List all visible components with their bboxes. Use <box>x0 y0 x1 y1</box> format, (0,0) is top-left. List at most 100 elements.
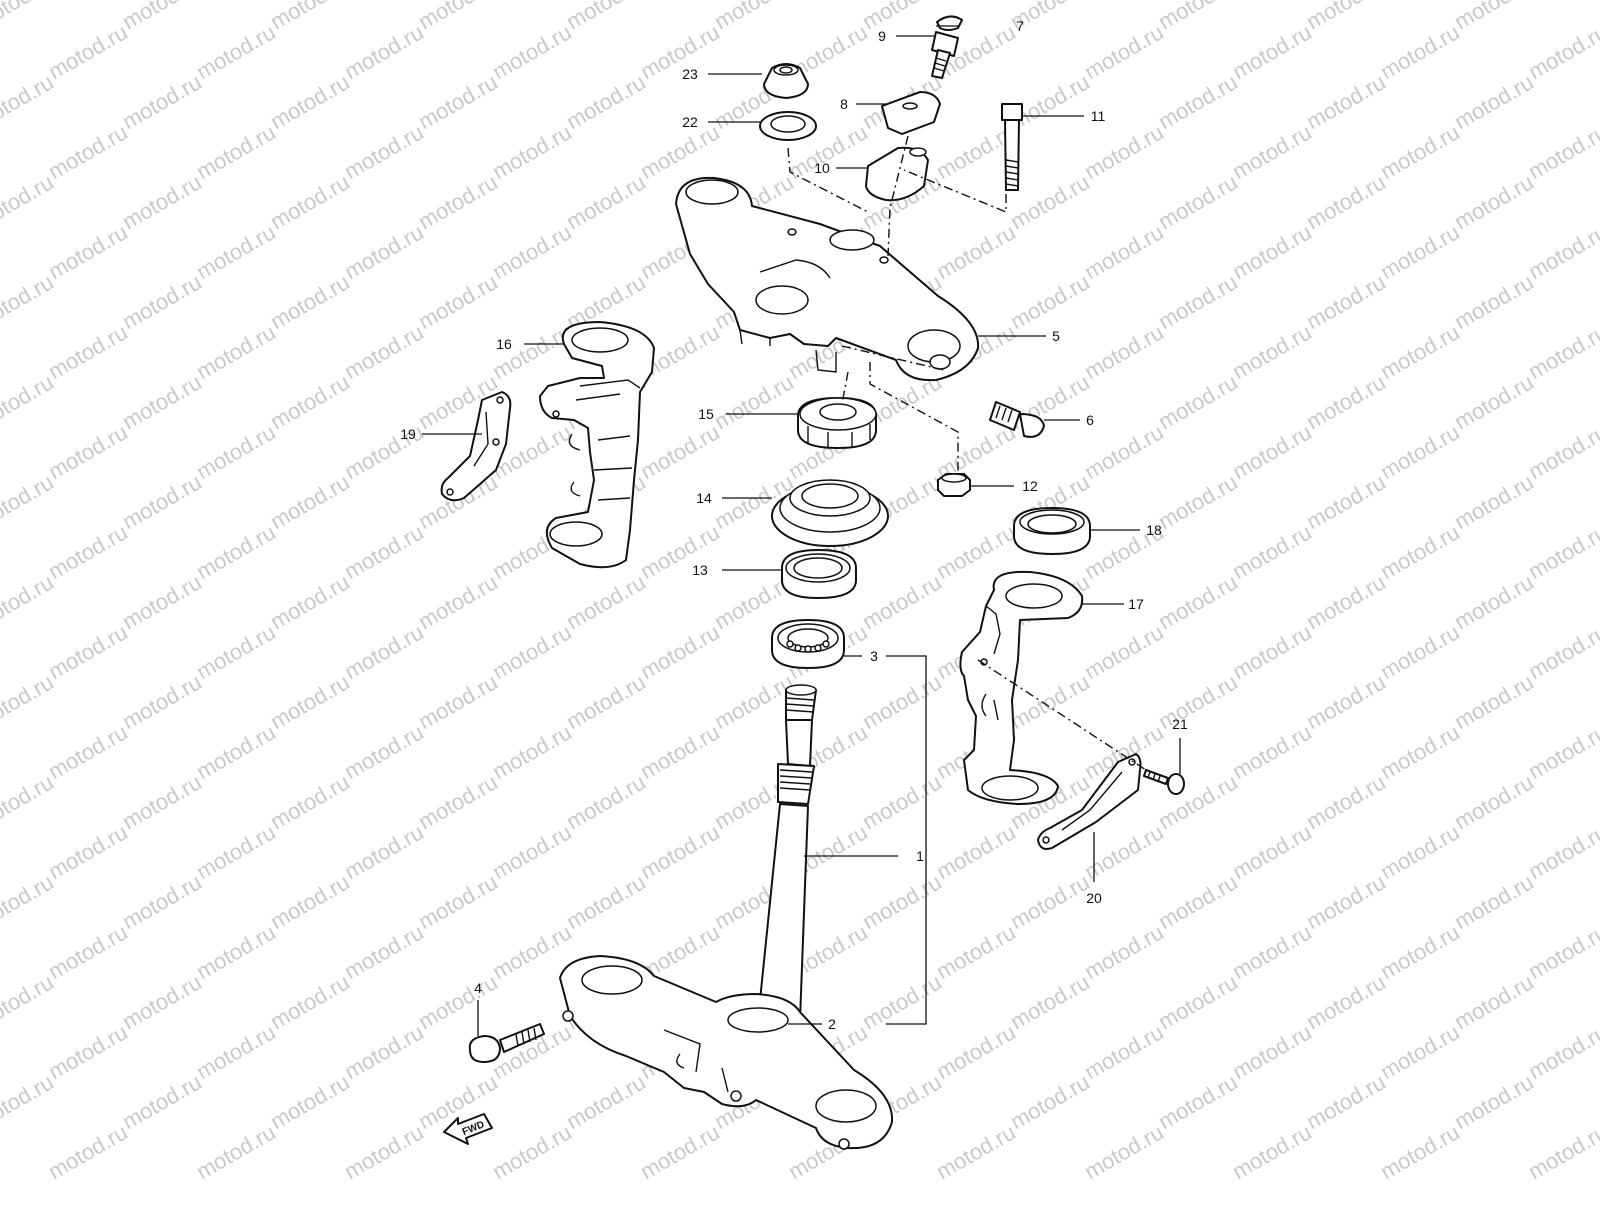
watermark-text: motod.ru <box>1080 1019 1168 1084</box>
watermark-text: motod.ru <box>858 669 946 734</box>
watermark-text: motod.ru <box>44 119 132 184</box>
watermark-text: motod.ru <box>192 1119 280 1184</box>
callout-2: 2 <box>828 1016 836 1032</box>
watermark-text: motod.ru <box>1524 419 1600 484</box>
watermark-text: motod.ru <box>1302 969 1390 1034</box>
watermark-text: motod.ru <box>1450 769 1538 834</box>
watermark-text: motod.ru <box>488 19 576 84</box>
watermark-text: motod.ru <box>118 769 206 834</box>
watermark-text: motod.ru <box>932 819 1020 884</box>
watermark-text: motod.ru <box>1302 169 1390 234</box>
watermark-text: motod.ru <box>1524 1119 1600 1184</box>
watermark-text: motod.ru <box>414 869 502 934</box>
watermark-text: motod.ru <box>1524 819 1600 884</box>
watermark-text: motod.ru <box>858 0 946 34</box>
part-5-upper-bracket <box>675 176 980 382</box>
watermark-text: motod.ru <box>488 619 576 684</box>
watermark-text: motod.ru <box>1376 619 1464 684</box>
watermark-text: motod.ru <box>414 569 502 634</box>
watermark-text: motod.ru <box>932 1119 1020 1184</box>
watermark-text: motod.ru <box>118 469 206 534</box>
watermark-text: motod.ru <box>192 219 280 284</box>
watermark-text: motod.ru <box>1080 819 1168 884</box>
watermark-text: motod.ru <box>44 919 132 984</box>
callout-5: 5 <box>1052 328 1060 344</box>
part-12-nut <box>937 473 971 497</box>
watermark-text: motod.ru <box>858 569 946 634</box>
watermark-text: motod.ru <box>266 569 354 634</box>
part-16-guide-bracket <box>539 321 655 569</box>
watermark-text: motod.ru <box>0 569 58 634</box>
watermark-text: motod.ru <box>0 469 58 534</box>
watermark-text: motod.ru <box>1302 769 1390 834</box>
watermark-text: motod.ru <box>1228 1019 1316 1084</box>
watermark-text: motod.ru <box>340 1119 428 1184</box>
callout-22: 22 <box>682 114 698 130</box>
callout-9: 9 <box>878 28 886 44</box>
watermark-text: motod.ru <box>44 619 132 684</box>
watermark-text: motod.ru <box>1302 569 1390 634</box>
watermark-text: motod.ru <box>562 0 650 34</box>
part-4-bolt <box>468 1023 545 1063</box>
watermark-text: motod.ru <box>1450 469 1538 534</box>
watermark-text: motod.ru <box>414 669 502 734</box>
callout-7: 7 <box>1016 18 1024 34</box>
callout-1: 1 <box>916 848 924 864</box>
part-8-clamp <box>881 91 941 135</box>
watermark-text: motod.ru <box>192 19 280 84</box>
watermark-text: motod.ru <box>1376 1119 1464 1184</box>
watermark-text: motod.ru <box>562 869 650 934</box>
watermark-text: motod.ru <box>1154 469 1242 534</box>
watermark-text: motod.ru <box>192 1019 280 1084</box>
watermark-text: motod.ru <box>192 419 280 484</box>
watermark-text: motod.ru <box>192 819 280 884</box>
callout-labels: 7 9 23 8 22 10 11 5 16 6 15 19 12 14 18 … <box>400 18 1188 1032</box>
part-22-washer <box>759 111 817 141</box>
watermark-text: motod.ru <box>710 369 798 434</box>
part-14-dust-seal <box>771 479 889 547</box>
watermark-text: motod.ru <box>414 969 502 1034</box>
callout-10: 10 <box>814 160 830 176</box>
watermark-text: motod.ru <box>1376 1019 1464 1084</box>
watermark-text: motod.ru <box>1154 169 1242 234</box>
callout-13: 13 <box>692 562 708 578</box>
watermark-text: motod.ru <box>1154 0 1242 34</box>
watermark-text: motod.ru <box>0 169 58 234</box>
watermark-text: motod.ru <box>488 819 576 884</box>
watermark-text: motod.ru <box>858 869 946 934</box>
watermark-text: motod.ru <box>1302 69 1390 134</box>
watermark-text: motod.ru <box>340 319 428 384</box>
watermark-text: motod.ru <box>710 669 798 734</box>
watermark-text: motod.ru <box>1524 119 1600 184</box>
watermark-text: motod.ru <box>266 669 354 734</box>
watermark-text: motod.ru <box>1154 69 1242 134</box>
watermark-text: motod.ru <box>0 869 58 934</box>
watermark-text: motod.ru <box>340 819 428 884</box>
fwd-arrow-icon: FWD <box>443 1113 493 1145</box>
watermark-text: motod.ru <box>414 769 502 834</box>
part-11-bolt <box>1001 103 1023 191</box>
watermark-text: motod.ru <box>340 719 428 784</box>
watermark-text: motod.ru <box>44 519 132 584</box>
watermark-text: motod.ru <box>1228 519 1316 584</box>
watermark-text: motod.ru <box>562 169 650 234</box>
watermark-text: motod.ru <box>266 0 354 34</box>
watermark-text: motod.ru <box>1080 319 1168 384</box>
watermark-text: motod.ru <box>636 619 724 684</box>
watermark-text: motod.ru <box>414 69 502 134</box>
watermark-text: motod.ru <box>1302 869 1390 934</box>
watermark-text: motod.ru <box>44 19 132 84</box>
watermark-text: motod.ru <box>1450 1069 1538 1134</box>
watermark-text: motod.ru <box>1080 1119 1168 1184</box>
watermark-text: motod.ru <box>414 269 502 334</box>
watermark-text: motod.ru <box>1302 1069 1390 1134</box>
watermark-text: motod.ru <box>1376 819 1464 884</box>
watermark-text: motod.ru <box>1450 69 1538 134</box>
watermark-text: motod.ru <box>1524 719 1600 784</box>
watermark-text: motod.ru <box>1450 369 1538 434</box>
callout-11: 11 <box>1091 108 1106 124</box>
part-10-clamp <box>865 146 929 202</box>
watermark-text: motod.ru <box>488 119 576 184</box>
watermark-text: motod.ru <box>1524 919 1600 984</box>
